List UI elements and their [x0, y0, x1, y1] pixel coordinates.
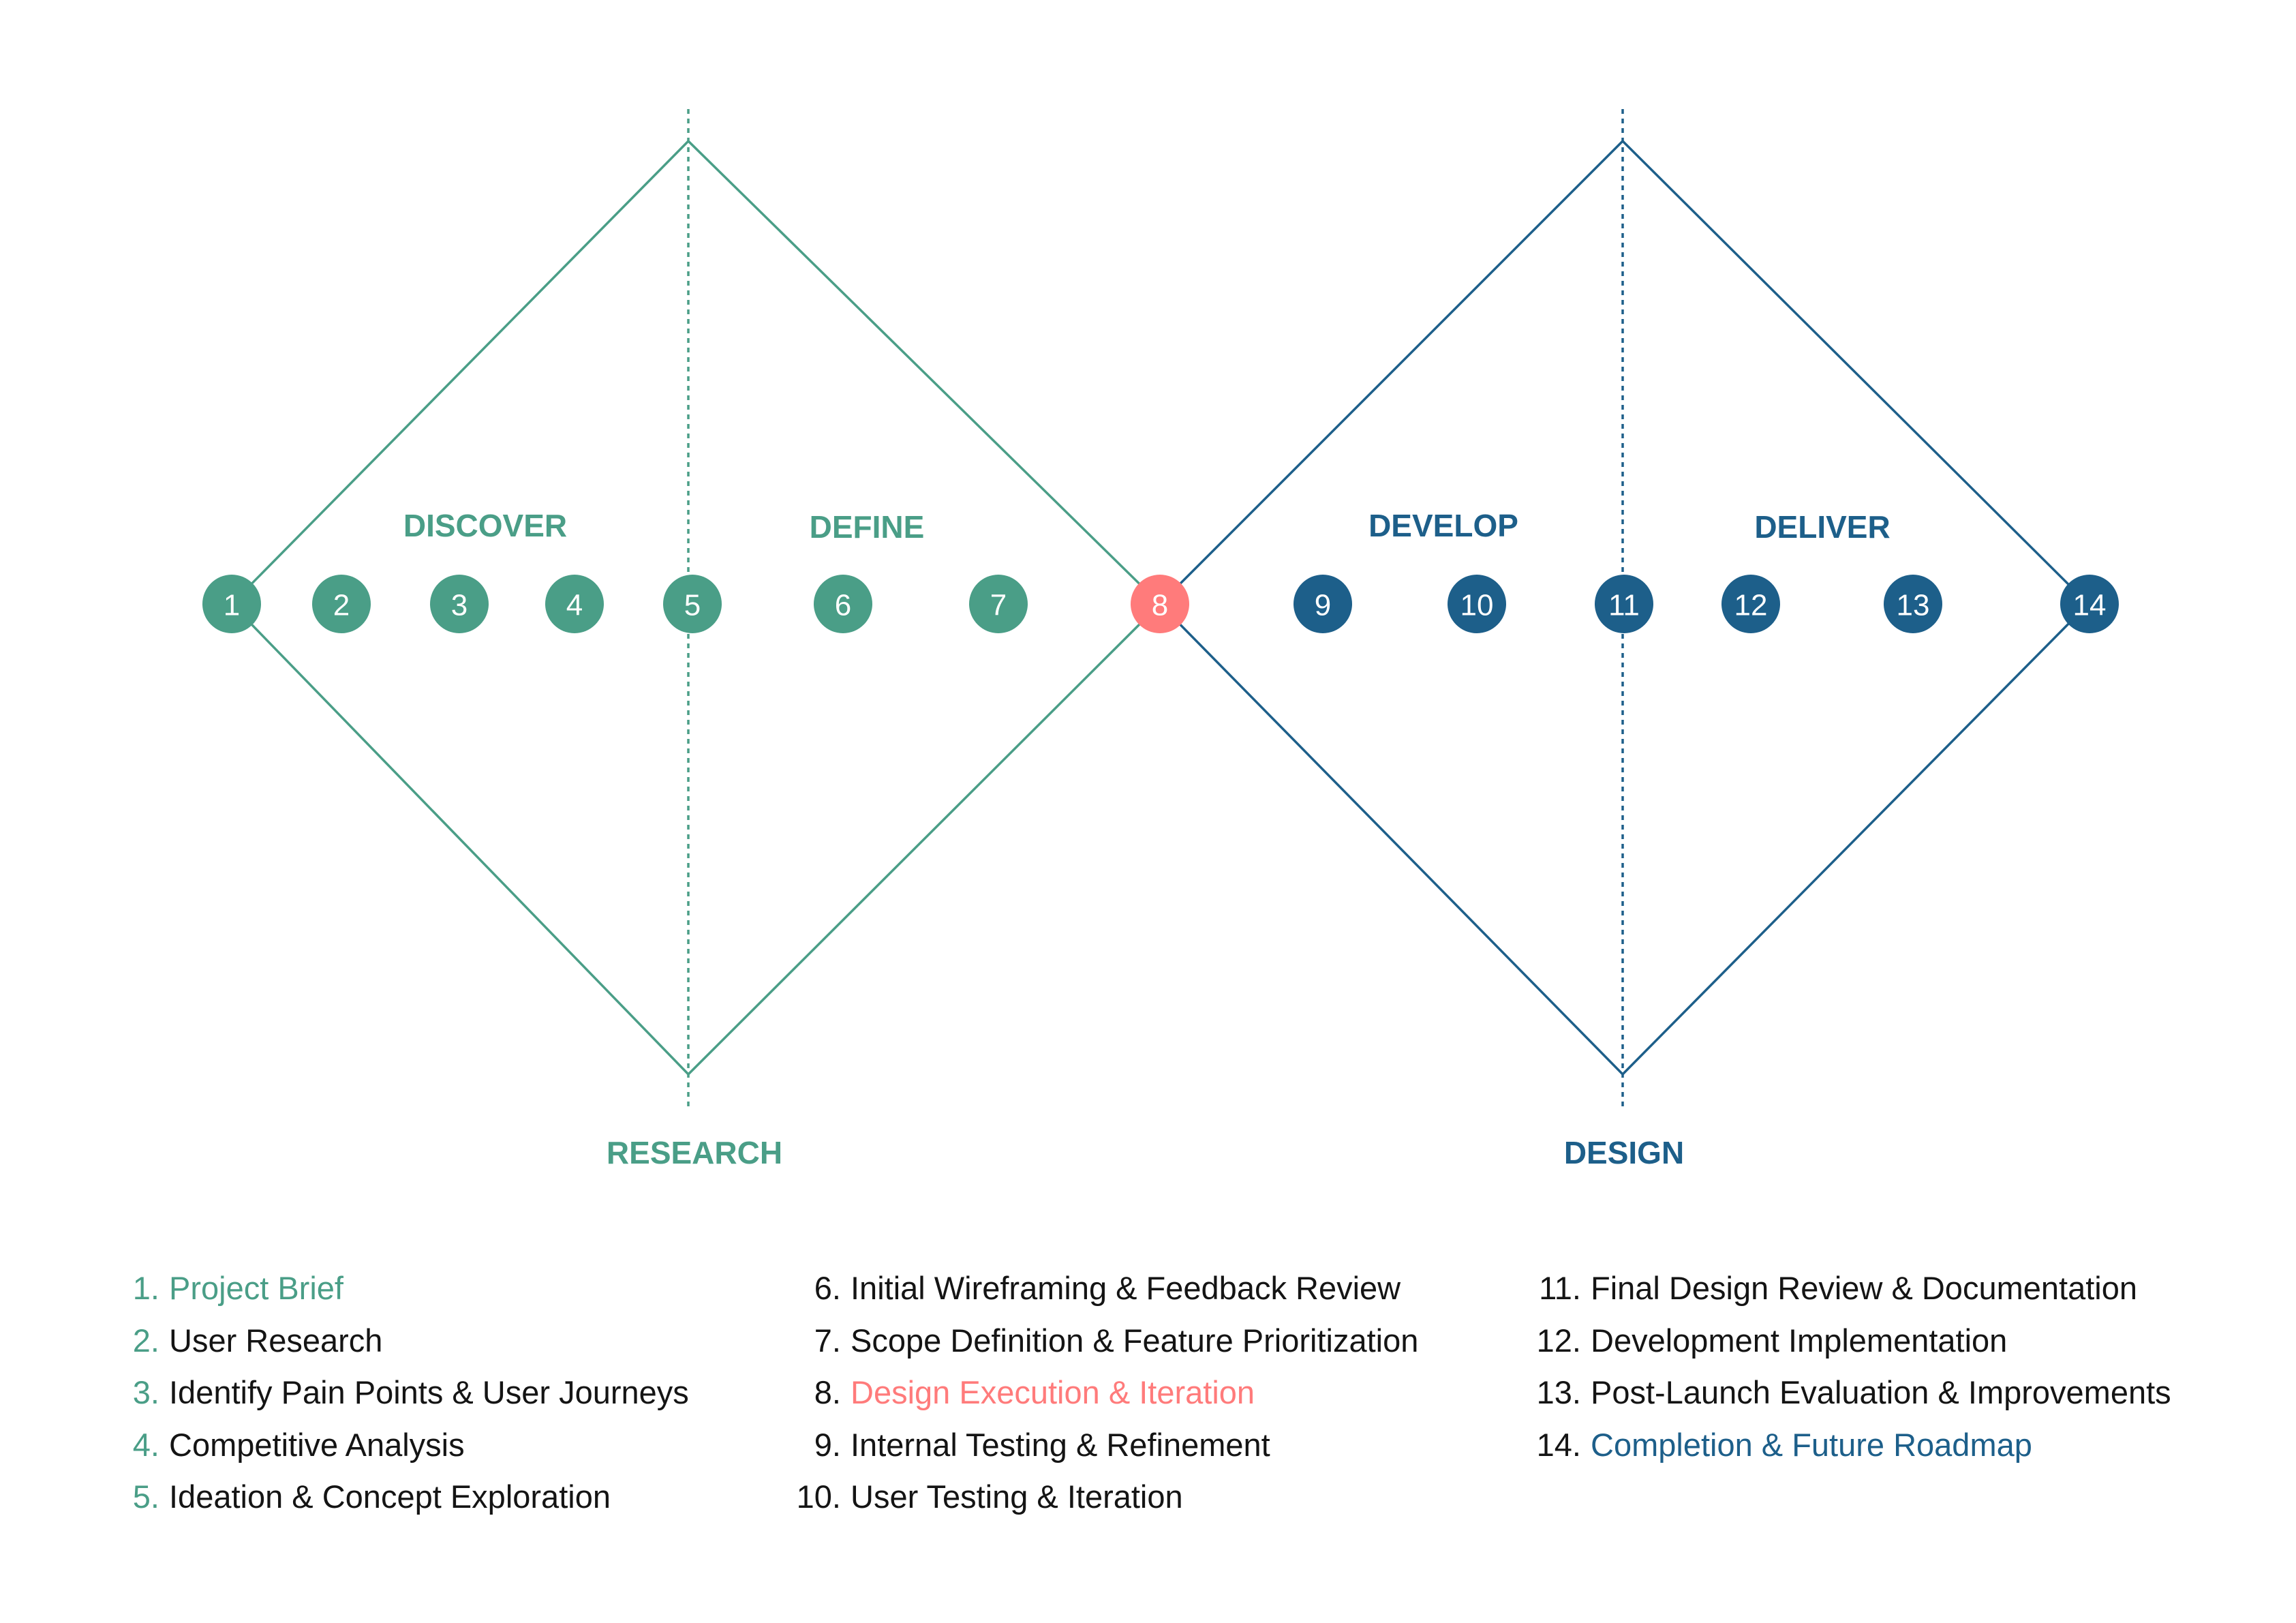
- step-node-10: 10: [1448, 575, 1506, 633]
- legend-item-number: 7.: [814, 1322, 841, 1359]
- step-node-number: 14: [2073, 589, 2107, 622]
- legend-item-number: 2.: [132, 1322, 159, 1359]
- legend-item-text: Scope Definition & Feature Prioritizatio…: [851, 1322, 1419, 1359]
- step-node-number: 3: [451, 589, 468, 622]
- legend-item: 14. Completion & Future Roadmap: [1527, 1419, 2171, 1472]
- step-node-7: 7: [969, 575, 1028, 633]
- legend-item-number: 1.: [132, 1270, 159, 1306]
- legend-item: 3. Identify Pain Points & User Journeys: [127, 1367, 689, 1419]
- legend-item: 10. User Testing & Iteration: [792, 1471, 1418, 1523]
- step-node-5: 5: [663, 575, 722, 633]
- legend-item-text: Initial Wireframing & Feedback Review: [851, 1270, 1401, 1306]
- legend-item-number: 13.: [1536, 1374, 1581, 1410]
- legend-item-number: 8.: [814, 1374, 841, 1410]
- step-nodes: 1 2 3 4 5 6 7 8: [202, 575, 2119, 633]
- step-node-circle: [545, 575, 604, 633]
- legend-column-research: 1. Project Brief 2. User Research 3. Ide…: [127, 1262, 689, 1523]
- legend-item-text: Development Implementation: [1591, 1322, 2008, 1359]
- legend-item-text: Post-Launch Evaluation & Improvements: [1591, 1374, 2171, 1410]
- step-node-12: 12: [1721, 575, 1780, 633]
- legend-item-text: Internal Testing & Refinement: [851, 1426, 1270, 1463]
- step-node-circle: [814, 575, 872, 633]
- step-node-circle: [663, 575, 722, 633]
- legend-item: 8. Design Execution & Iteration: [792, 1367, 1418, 1419]
- legend-item: 11. Final Design Review & Documentation: [1527, 1262, 2171, 1315]
- legend-item-number: 12.: [1536, 1322, 1581, 1359]
- step-node-number: 4: [566, 589, 583, 622]
- step-node-number: 11: [1608, 589, 1640, 622]
- step-node-number: 2: [333, 589, 350, 622]
- legend-item-number: 10.: [796, 1478, 841, 1515]
- legend-item-text: Ideation & Concept Exploration: [169, 1478, 611, 1515]
- section-label-research: RESEARCH: [607, 1135, 782, 1170]
- step-node-13: 13: [1884, 575, 1942, 633]
- legend-item-number: 4.: [132, 1426, 159, 1463]
- step-node-circle: [1884, 575, 1942, 633]
- step-node-number: 1: [224, 589, 240, 622]
- legend-item-text: User Testing & Iteration: [851, 1478, 1183, 1515]
- legend-item: 6. Initial Wireframing & Feedback Review: [792, 1262, 1418, 1315]
- step-node-number: 7: [990, 589, 1007, 622]
- step-node-circle: [1721, 575, 1780, 633]
- legend-column-design: 11. Final Design Review & Documentation …: [1527, 1262, 2171, 1471]
- legend-item-text: Final Design Review & Documentation: [1591, 1270, 2137, 1306]
- step-node-number: 5: [684, 589, 701, 622]
- phase-label-develop: DEVELOP: [1368, 508, 1518, 543]
- section-label-design: DESIGN: [1564, 1135, 1684, 1170]
- step-node-circle: [969, 575, 1028, 633]
- legend-item-text: Completion & Future Roadmap: [1591, 1426, 2032, 1463]
- step-node-number: 6: [835, 589, 851, 622]
- step-node-number: 8: [1152, 589, 1168, 622]
- phase-label-define: DEFINE: [810, 509, 925, 545]
- step-node-9: 9: [1294, 575, 1352, 633]
- legend-column-middle: 6. Initial Wireframing & Feedback Review…: [792, 1262, 1419, 1523]
- step-node-number: 10: [1460, 589, 1494, 622]
- step-node-circle: [202, 575, 261, 633]
- legend-item: 7. Scope Definition & Feature Prioritiza…: [792, 1315, 1419, 1367]
- legend-item-number: 14.: [1536, 1426, 1581, 1463]
- legend-item: 5. Ideation & Concept Exploration: [127, 1471, 689, 1523]
- legend-item: 9. Internal Testing & Refinement: [792, 1419, 1418, 1472]
- step-node-circle: [1448, 575, 1506, 633]
- phase-label-discover: DISCOVER: [403, 508, 567, 543]
- legend-item: 2. User Research: [127, 1315, 689, 1367]
- step-node-circle: [430, 575, 489, 633]
- step-node-circle: [1131, 575, 1189, 633]
- step-node-6: 6: [814, 575, 872, 633]
- legend-item-number: 5.: [132, 1478, 159, 1515]
- step-node-number: 12: [1734, 589, 1768, 622]
- legend-item-text: Project Brief: [169, 1270, 343, 1306]
- legend-item: 12. Development Implementation: [1527, 1315, 2171, 1367]
- legend-item-text: Design Execution & Iteration: [851, 1374, 1255, 1410]
- step-node-1: 1: [202, 575, 261, 633]
- step-node-2: 2: [312, 575, 371, 633]
- step-node-number: 9: [1315, 589, 1331, 622]
- step-node-circle: [1294, 575, 1352, 633]
- legend-item-number: 6.: [814, 1270, 841, 1306]
- legend-item-number: 9.: [814, 1426, 841, 1463]
- step-node-number: 13: [1897, 589, 1930, 622]
- step-node-4: 4: [545, 575, 604, 633]
- step-node-3: 3: [430, 575, 489, 633]
- step-node-circle: [1595, 575, 1653, 633]
- legend-item-text: Competitive Analysis: [169, 1426, 465, 1463]
- legend-item: 1. Project Brief: [127, 1262, 689, 1315]
- legend-item: 13. Post-Launch Evaluation & Improvement…: [1527, 1367, 2171, 1419]
- legend-item-number: 3.: [132, 1374, 159, 1410]
- step-node-14: 14: [2060, 575, 2119, 633]
- legend-item-number: 11.: [1539, 1270, 1581, 1306]
- legend-item-text: User Research: [169, 1322, 383, 1359]
- step-node-8: 8: [1131, 575, 1189, 633]
- step-node-circle: [2060, 575, 2119, 633]
- legend-item-text: Identify Pain Points & User Journeys: [169, 1374, 689, 1410]
- step-node-11: 11: [1595, 575, 1653, 633]
- phase-label-deliver: DELIVER: [1754, 509, 1890, 545]
- step-node-circle: [312, 575, 371, 633]
- legend-item: 4. Competitive Analysis: [127, 1419, 689, 1472]
